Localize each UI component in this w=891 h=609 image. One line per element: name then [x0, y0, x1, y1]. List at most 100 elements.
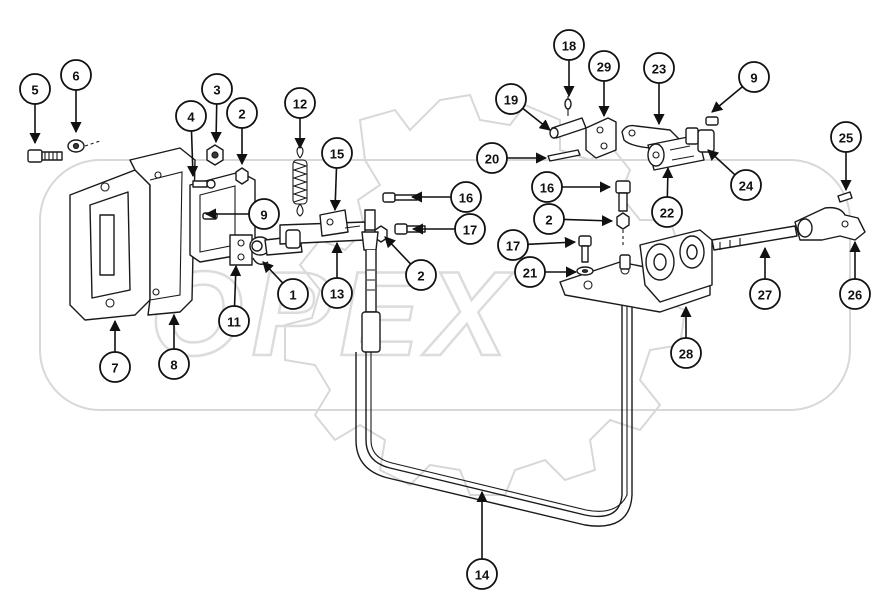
callout-21: 21	[514, 256, 578, 288]
callout-23: 23	[643, 52, 675, 126]
callout-number: 15	[330, 147, 344, 162]
watermark-gear	[284, 93, 687, 496]
callout-bubble	[476, 142, 508, 174]
callout-leader-arrow	[563, 215, 614, 227]
callout-number: 29	[597, 60, 611, 75]
callout-number: 13	[330, 287, 344, 302]
callout-number: 12	[293, 97, 307, 112]
part-5-screw	[27, 149, 63, 163]
part-6-washer	[67, 139, 101, 153]
callout-bubble	[839, 278, 871, 310]
callout-2: 2	[226, 97, 258, 166]
callout-number: 6	[72, 69, 79, 84]
callout-27: 27	[749, 246, 781, 310]
callout-number: 27	[758, 288, 772, 303]
part-19-clevis-pin	[549, 117, 587, 139]
callout-number: 19	[504, 93, 518, 108]
part-28-base-bracket	[559, 229, 713, 313]
callout-bubble	[651, 196, 683, 228]
callout-29: 29	[588, 50, 620, 118]
callout-9: 9	[711, 61, 770, 113]
callout-18: 18	[553, 29, 585, 98]
part-20-spring-pin	[547, 149, 581, 162]
callout-bubble	[158, 348, 190, 380]
callout-bubble	[497, 229, 529, 261]
part-8-mounting-plate	[129, 147, 196, 316]
callout-number: 25	[839, 131, 853, 146]
callout-bubble	[553, 29, 585, 61]
callout-number: 11	[227, 315, 241, 330]
callout-number: 2	[417, 269, 424, 284]
callout-5: 5	[19, 73, 51, 145]
part-2-nut-left	[235, 167, 249, 185]
part-29-clevis	[585, 117, 617, 159]
callout-3: 3	[201, 73, 233, 144]
callout-bubble	[450, 181, 482, 213]
callout-6: 6	[60, 59, 92, 134]
callout-bubble	[99, 351, 131, 383]
callout-22: 22	[651, 166, 683, 228]
callout-bubble	[466, 558, 498, 590]
callout-leader-arrow	[384, 236, 412, 265]
callout-15: 15	[321, 137, 353, 212]
part-13-linkage-bar	[279, 209, 366, 249]
callout-leader-arrow	[210, 103, 222, 144]
callout-13: 13	[321, 241, 353, 309]
callout-bubble	[321, 137, 353, 169]
callout-8: 8	[158, 313, 190, 380]
callout-26: 26	[839, 240, 871, 310]
callout-2: 2	[384, 236, 437, 291]
part-21-washer	[576, 266, 594, 276]
callout-bubble	[277, 278, 309, 310]
callout-bubble	[514, 256, 546, 288]
callout-1: 1	[262, 261, 309, 310]
callout-bubble	[454, 213, 486, 245]
part-24-actuator-end	[685, 127, 715, 153]
callout-bubble	[830, 121, 862, 153]
callout-14: 14	[466, 490, 498, 590]
callout-number: 4	[187, 110, 195, 125]
callout-bubble	[201, 73, 233, 105]
callout-bubble	[60, 59, 92, 91]
callout-number: 20	[485, 152, 499, 167]
part-14-cable	[355, 209, 633, 527]
part-4-stud	[192, 179, 216, 189]
callout-number: 26	[848, 288, 862, 303]
callout-bubble	[730, 169, 762, 201]
part-27-rod	[711, 225, 798, 251]
callout-number: 3	[213, 83, 220, 98]
callout-bubble	[533, 203, 565, 235]
callout-number: 17	[506, 239, 520, 254]
callout-number: 2	[238, 107, 245, 122]
callout-7: 7	[99, 319, 131, 383]
part-17-bolt-right	[578, 235, 592, 263]
callout-17: 17	[497, 229, 577, 261]
callout-bubble	[248, 198, 280, 230]
callout-number: 16	[540, 181, 554, 196]
part-16-bolt-right	[615, 180, 631, 212]
callout-16: 16	[531, 171, 612, 203]
callout-bubble	[749, 278, 781, 310]
callout-2: 2	[533, 203, 614, 235]
callout-number: 22	[660, 206, 674, 221]
callout-12: 12	[284, 87, 316, 150]
callout-leader-arrow	[262, 261, 284, 284]
callout-bubble	[218, 305, 250, 337]
watermark: OPEX	[39, 93, 851, 496]
callout-bubble	[495, 83, 527, 115]
callout-number: 8	[170, 358, 177, 373]
callout-bubble	[643, 52, 675, 84]
callout-number: 1	[289, 288, 296, 303]
part-7-handle-bezel	[69, 169, 151, 321]
callout-number: 18	[562, 39, 576, 54]
callout-leader-arrow	[522, 107, 551, 131]
callout-number: 16	[459, 191, 473, 206]
callout-bubble	[19, 73, 51, 105]
part-26-fork-end	[794, 206, 866, 241]
part-16-bolt-left	[382, 192, 418, 203]
callout-leader-arrow	[187, 130, 199, 178]
callout-28: 28	[670, 305, 702, 369]
part-2-nut-right	[616, 212, 630, 246]
callout-bubble	[738, 61, 770, 93]
